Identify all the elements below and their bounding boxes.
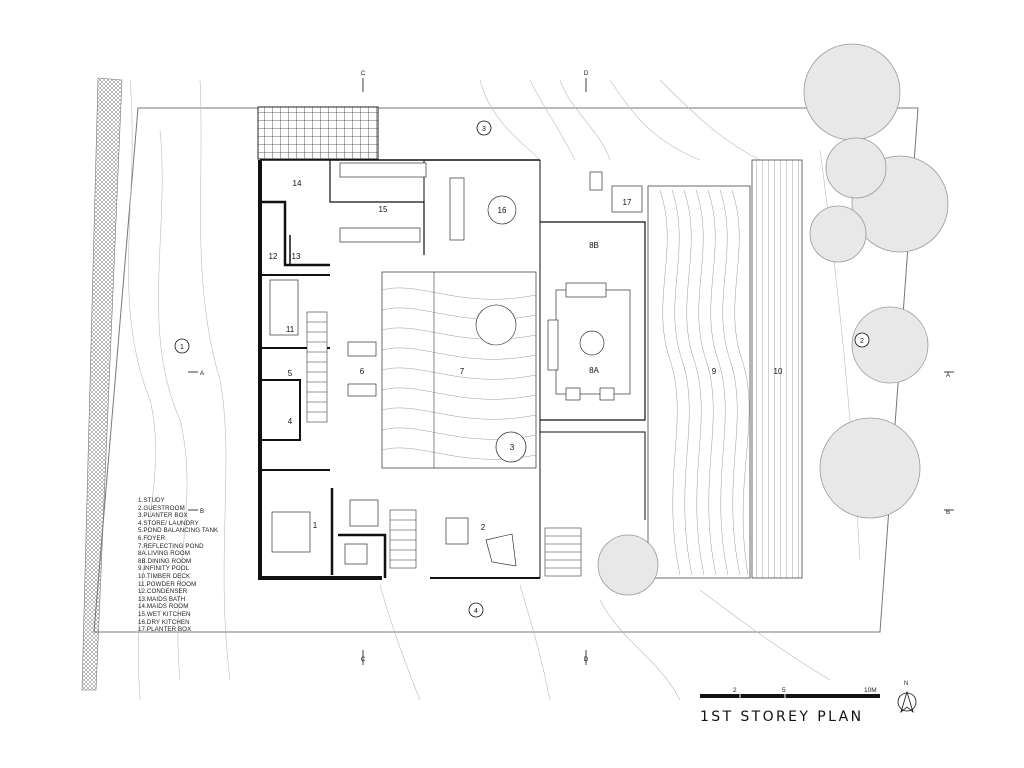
room-label: 8B [589,241,599,250]
scale-bar [700,694,880,698]
section-label-b-right: B [946,510,950,516]
room-label: 2 [481,523,486,532]
legend-item: 8A.LIVING ROOM [138,550,190,558]
section-label-c-bottom: C [361,657,366,663]
legend-item: 2.GUESTROOM [138,504,185,512]
legend-item: 11.POWDER ROOM [138,580,197,588]
room-label: 15 [379,205,388,214]
legend-item: 13.MAIDS BATH [138,595,186,603]
scale-label: 5 [782,687,786,694]
timber-deck [751,159,803,579]
room-legend: 1.STUDY 2.GUESTROOM 3.PLANTER BOX 4.STOR… [138,497,218,634]
legend-item: 17.PLANTER BOX [138,626,192,634]
site-boundary [93,107,919,633]
room-label: 6 [360,367,365,376]
room-label: 7 [460,367,465,376]
room-label: 10 [774,367,783,376]
planter-box-3 [495,431,527,463]
scale-label: 2 [733,687,737,694]
view-marker-3: 3 [482,126,486,133]
view-marker-labels: 1 2 3 4 [180,126,864,615]
legend-item: 9.INFINITY POOL [138,565,190,573]
bedroom-furniture [269,279,517,567]
room-label: 14 [293,179,302,188]
legend-item: 7.REFLECTING POND [138,542,204,550]
foyer-furniture [347,341,377,397]
section-markers [188,78,954,665]
kitchen-fixtures [339,162,643,243]
section-label-c-top: C [361,71,366,77]
room-label: 8A [589,366,599,375]
legend-item: 5.POND BALANCING TANK [138,527,219,535]
room-label: 13 [292,252,301,261]
room-label: 3 [510,443,515,452]
room-label: 11 [286,325,295,334]
stairs [306,304,582,577]
north-arrow-icon [897,690,917,714]
legend-item: 10.TIMBER DECK [138,572,191,580]
north-label: N [904,681,909,687]
legend-item: 1.STUDY [138,497,165,504]
walls [258,159,646,580]
room-label: 1 [313,521,318,530]
retaining-wall [81,77,123,691]
scale-label: 10M [864,687,877,694]
legend-item: 14.MAIDS ROOM [138,603,189,611]
room-label: 12 [269,252,278,261]
legend-item: 16.DRY KITCHEN [138,618,190,626]
room-label: 5 [288,369,293,378]
section-label-b-left: B [200,509,204,515]
grid-paving [257,106,379,160]
section-label-d-top: D [584,71,589,77]
view-marker-1: 1 [180,344,184,351]
section-label-a-left: A [200,371,204,377]
room-label: 4 [288,417,293,426]
legend-item: 15.WET KITCHEN [138,610,191,618]
legend-item: 8B.DINING ROOM [138,557,192,565]
plan-title: 1ST STOREY PLAN [700,709,864,725]
view-marker-2: 2 [860,338,864,345]
pond-ripples [381,272,537,468]
room-label: 17 [623,198,632,207]
section-label-a-right: A [946,373,950,379]
trees [597,43,949,596]
legend-item: 3.PLANTER BOX [138,512,188,520]
view-marker-4: 4 [474,608,478,615]
pool-ripples [659,189,750,576]
living-furniture [547,282,631,401]
room-label: 16 [498,206,507,215]
section-labels: C D C D A B A B [200,71,950,663]
room-label: 9 [712,367,717,376]
room-labels: 1 2 3 4 5 6 7 8A 8B 9 10 11 12 13 14 15 … [269,179,783,532]
view-marker-circles [174,120,870,618]
legend-item: 12.CONDENSER [138,588,188,596]
legend-item: 6.FOYER [138,534,166,542]
legend-item: 4.STORE/ LAUNDRY [138,519,199,527]
section-label-d-bottom: D [584,657,589,663]
